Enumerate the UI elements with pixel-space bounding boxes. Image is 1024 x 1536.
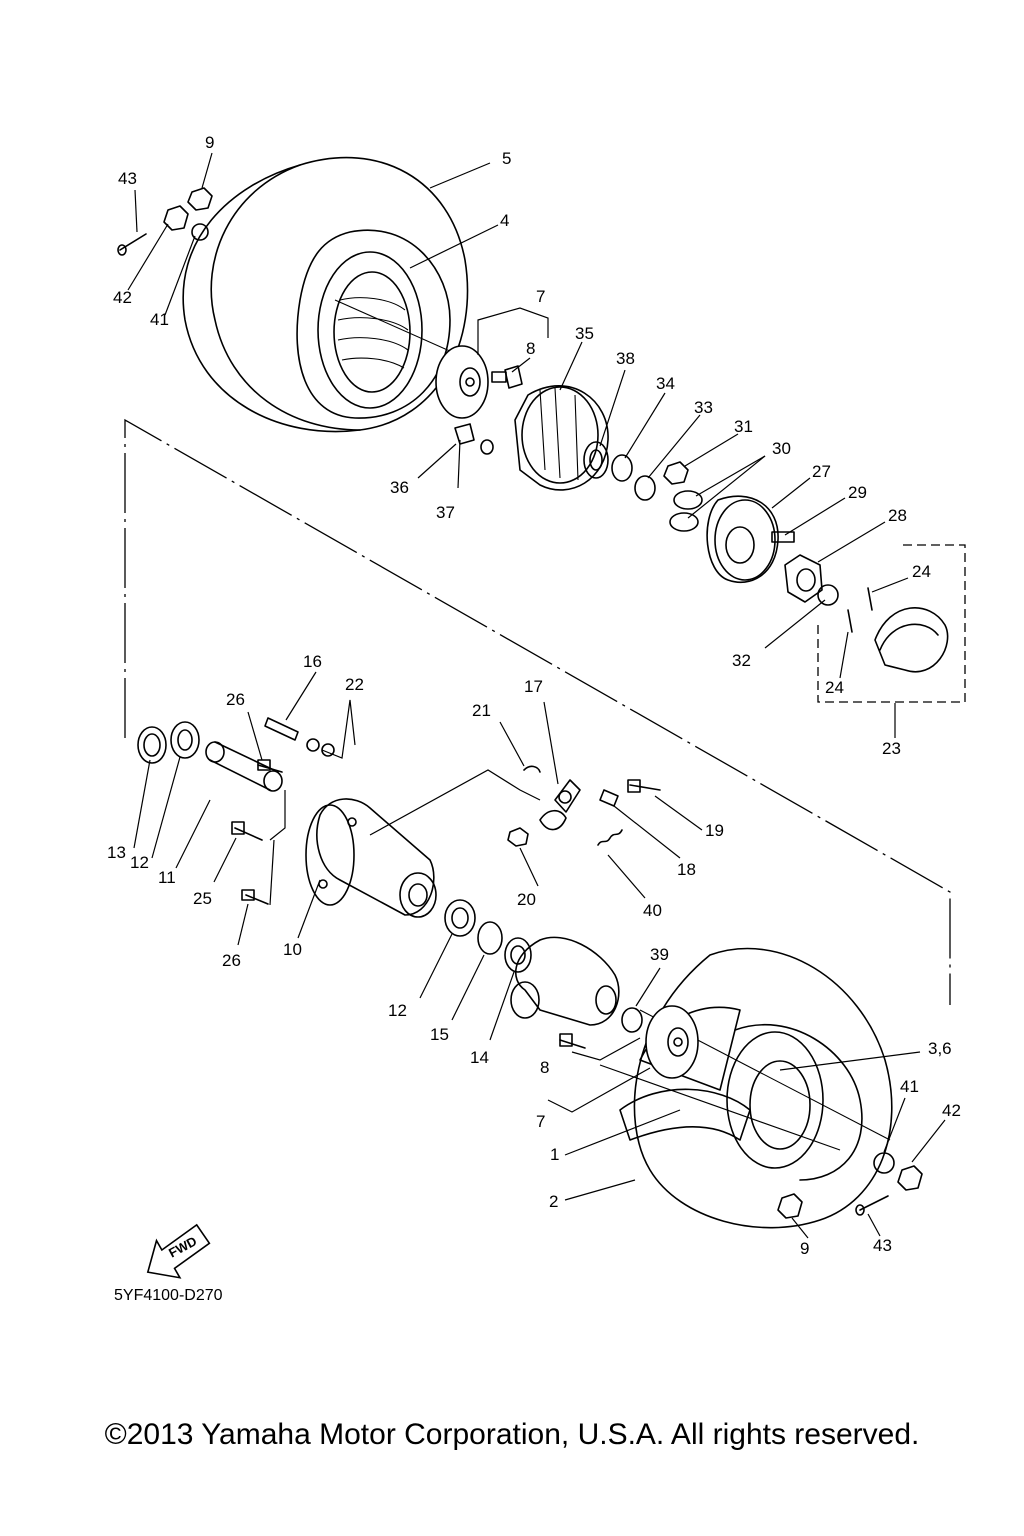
callout-39: 39 <box>650 945 669 964</box>
callout-37: 37 <box>436 503 455 522</box>
callout-17: 17 <box>524 677 543 696</box>
brake-drum <box>706 495 779 584</box>
callout-7-b: 7 <box>536 1112 545 1131</box>
callout-28: 28 <box>888 506 907 525</box>
callout-36: 36 <box>390 478 409 497</box>
assembly-guide-lines <box>124 299 951 1151</box>
forward-direction-arrow: FWD <box>146 1223 211 1279</box>
callout-12-b: 12 <box>388 1001 407 1020</box>
callout-7: 7 <box>536 287 545 306</box>
callout-8-b: 8 <box>540 1058 549 1077</box>
axle-nut-set-lower <box>777 1152 923 1219</box>
callout-16: 16 <box>303 652 322 671</box>
callout-26: 26 <box>226 690 245 709</box>
bolt-and-washer-36-37 <box>454 423 494 455</box>
callout-22: 22 <box>345 675 364 694</box>
callout-9: 9 <box>205 133 214 152</box>
drum-hub-and-bolt <box>771 531 839 606</box>
axle-bearings-left <box>137 721 200 764</box>
callout-32: 32 <box>732 651 751 670</box>
callout-34: 34 <box>656 374 675 393</box>
callout-29: 29 <box>848 483 867 502</box>
brake-drum-cover <box>514 385 609 491</box>
callout-19: 19 <box>705 821 724 840</box>
callout-26-b: 26 <box>222 951 241 970</box>
axle-housing <box>305 798 437 918</box>
callout-15: 15 <box>430 1025 449 1044</box>
callout-41: 41 <box>150 310 169 329</box>
gaskets <box>669 490 703 532</box>
callout-35: 35 <box>575 324 594 343</box>
callout-27: 27 <box>812 462 831 481</box>
hub-lower <box>559 1005 699 1079</box>
callout-24: 24 <box>912 562 931 581</box>
rear-tire-upper <box>182 156 469 433</box>
callout-3-6: 3,6 <box>928 1039 952 1058</box>
hub-upper <box>435 345 523 419</box>
brake-shoe-kit <box>817 544 966 703</box>
callout-2: 2 <box>549 1192 558 1211</box>
callout-18: 18 <box>677 860 696 879</box>
callout-13: 13 <box>107 843 126 862</box>
callout-10: 10 <box>283 940 302 959</box>
callout-23: 23 <box>882 739 901 758</box>
diagram-code: 5YF4100-D270 <box>114 1287 223 1304</box>
callout-5: 5 <box>502 149 511 168</box>
callout-31: 31 <box>734 417 753 436</box>
callout-42: 42 <box>113 288 132 307</box>
final-drive-case <box>510 936 620 1026</box>
callout-12: 12 <box>130 853 149 872</box>
callout-41-b: 41 <box>900 1077 919 1096</box>
callout-33: 33 <box>694 398 713 417</box>
callout-8: 8 <box>526 339 535 358</box>
callout-25: 25 <box>193 889 212 908</box>
callout-40: 40 <box>643 901 662 920</box>
callout-14: 14 <box>470 1048 489 1067</box>
callout-11: 11 <box>158 868 176 887</box>
rear-tire-lower <box>619 947 893 1229</box>
callout-38: 38 <box>616 349 635 368</box>
callout-43: 43 <box>118 169 137 188</box>
callout-numbers: 9 43 42 41 5 4 7 8 35 38 34 33 31 30 27 … <box>107 133 961 1258</box>
axle-nut-set-upper <box>117 187 213 256</box>
brake-lever-assembly <box>507 765 661 847</box>
callout-24-b: 24 <box>825 678 844 697</box>
bolts-16-25-26 <box>231 717 335 905</box>
callout-21: 21 <box>472 701 491 720</box>
callout-4: 4 <box>500 211 509 230</box>
callout-1: 1 <box>550 1145 559 1164</box>
axle-bearings-center <box>444 899 532 973</box>
callout-20: 20 <box>517 890 536 909</box>
callout-30: 30 <box>772 439 791 458</box>
copyright-notice: ©2013 Yamaha Motor Corporation, U.S.A. A… <box>104 1418 920 1451</box>
callout-42-b: 42 <box>942 1101 961 1120</box>
callout-43-b: 43 <box>873 1236 892 1255</box>
leader-lines <box>127 152 946 1239</box>
seal-and-bearing-stack <box>583 441 689 501</box>
callout-9-b: 9 <box>800 1239 809 1258</box>
